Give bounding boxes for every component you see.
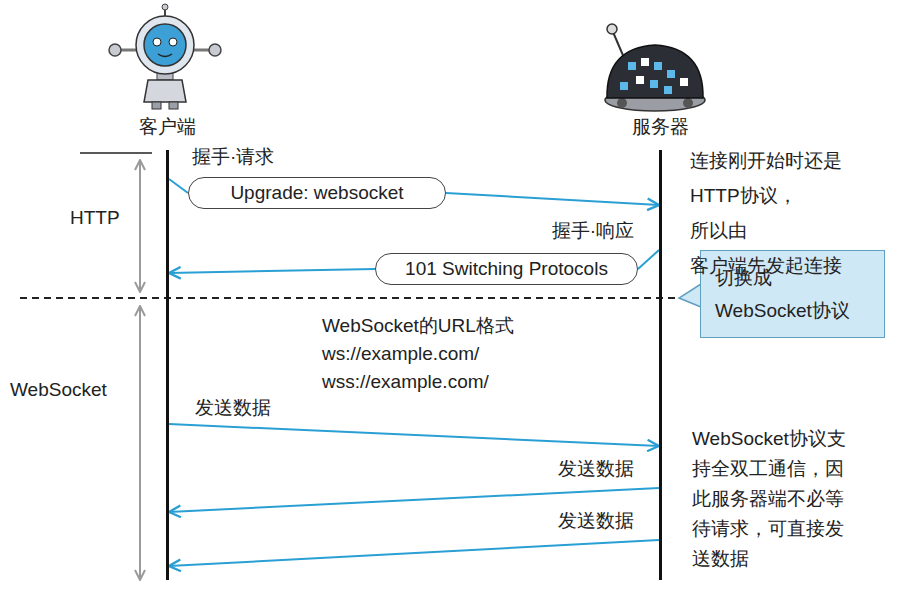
server-robot [605, 24, 705, 111]
url-format-text: WebSocket的URL格式 ws://example.com/ wss://… [322, 312, 514, 396]
client-lifeline: 客户端 [166, 150, 169, 580]
phase-label: HTTP [70, 206, 120, 230]
message-label: 发送数据 [556, 508, 636, 534]
note-text: 连接刚开始时还是 HTTP协议，所以由 客户端先发起连接 [690, 143, 842, 283]
message-box: Upgrade: websocket [188, 177, 446, 209]
message-arrow [446, 193, 659, 205]
message-arrow [169, 179, 188, 193]
message-arrow [169, 269, 375, 273]
message-label: 发送数据 [556, 456, 636, 482]
bracket-tick [80, 152, 152, 154]
message-text: 101 Switching Protocols [396, 258, 617, 280]
switch-line [20, 297, 676, 299]
message-arrow [169, 540, 659, 566]
message-box: 101 Switching Protocols [375, 253, 638, 285]
actor-label: 客户端 [139, 114, 196, 140]
message-text: Upgrade: websocket [209, 182, 425, 204]
http-bracket [139, 160, 141, 292]
message-label: 握手·请求 [190, 144, 276, 170]
message-arrow [638, 250, 659, 269]
note-text: WebSocket协议支 持全双工通信，因 此服务器端不必等 待请求，可直接发 … [692, 424, 846, 574]
client-robot [109, 4, 221, 109]
callout-pointer-edge [679, 284, 701, 307]
actor-label: 服务器 [632, 114, 689, 140]
message-label: 发送数据 [193, 395, 273, 421]
message-label: 握手·响应 [550, 218, 636, 244]
phase-label: WebSocket [10, 378, 107, 402]
message-arrow [169, 424, 659, 446]
server-lifeline: 服务器 [659, 150, 662, 580]
websocket-bracket [139, 306, 141, 580]
